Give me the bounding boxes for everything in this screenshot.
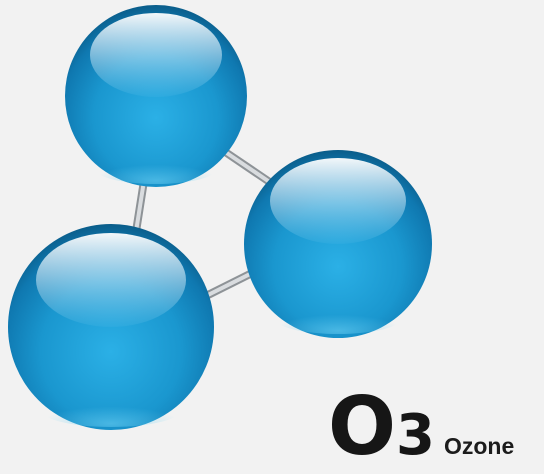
oxygen-atom-top: [65, 5, 247, 187]
oxygen-atom-right: [244, 150, 432, 338]
formula-subscript: 3: [396, 403, 435, 468]
formula-element-symbol: O: [328, 380, 396, 473]
formula-name: Ozone: [443, 433, 515, 459]
oxygen-atom-bottom-left: [8, 224, 214, 430]
